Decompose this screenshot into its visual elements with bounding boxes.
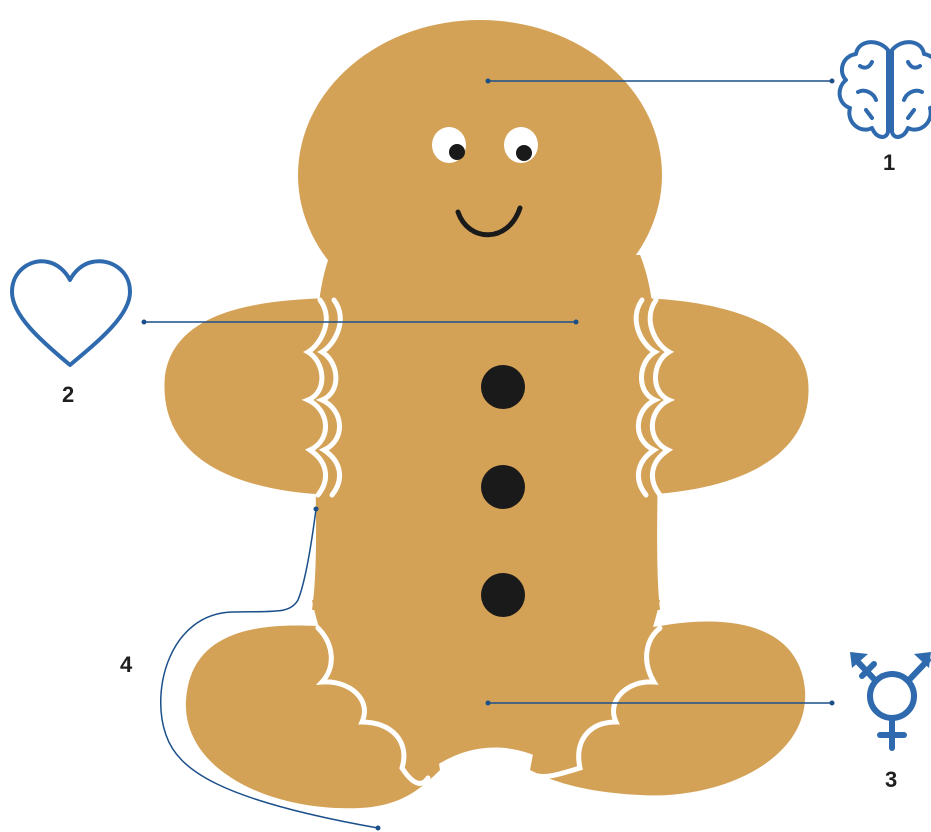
heart-icon <box>12 261 130 365</box>
callout-number-4: 4 <box>120 652 133 677</box>
transgender-symbol-icon <box>856 660 928 748</box>
gingerbread-figure <box>164 20 808 808</box>
button-bottom <box>481 573 525 617</box>
callout-number-1: 1 <box>883 150 895 175</box>
button-middle <box>481 465 525 509</box>
cookie-body <box>164 20 808 808</box>
callout-number-2: 2 <box>62 382 74 407</box>
button-top <box>481 365 525 409</box>
callout-number-3: 3 <box>885 767 897 792</box>
brain-icon <box>840 42 931 137</box>
